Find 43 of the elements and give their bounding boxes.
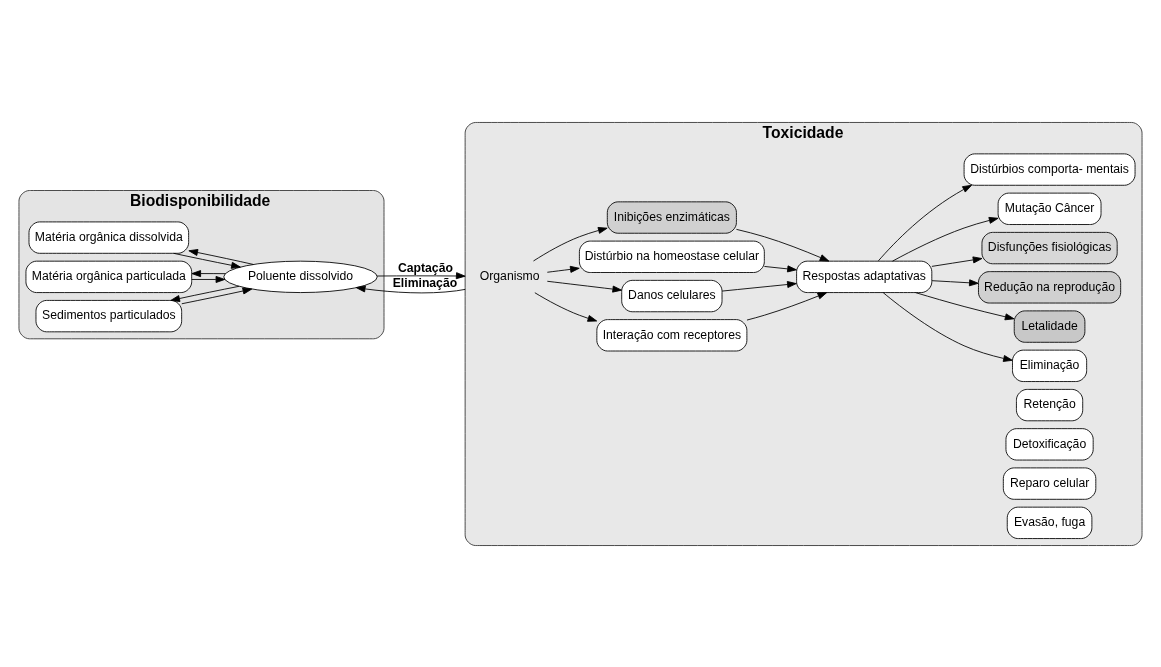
arrow	[188, 248, 254, 265]
arrow	[931, 278, 979, 286]
arrow	[191, 269, 226, 277]
node-box: Inibições enzimáticas	[606, 200, 737, 234]
arrow	[355, 284, 466, 293]
node-box: Danos celulares	[621, 279, 723, 312]
arrow	[546, 280, 622, 293]
node-text: Organismo	[479, 268, 540, 283]
arrow	[763, 264, 797, 272]
arrow	[915, 291, 1015, 320]
arrow	[181, 287, 253, 304]
node-box: Matéria orgânica dissolvida	[28, 220, 190, 254]
node-box: Sedimentos particulados	[35, 299, 183, 332]
arrow	[931, 255, 983, 267]
node-box: Distúrbio na homeostase celular	[578, 240, 765, 273]
arrow	[376, 271, 466, 279]
arrow	[892, 216, 999, 262]
edge-label: Eliminação	[392, 275, 458, 290]
arrow	[736, 228, 830, 262]
arrow	[882, 291, 1013, 362]
arrow	[170, 285, 240, 302]
arrow	[191, 275, 226, 283]
arrow	[533, 226, 608, 261]
node-box: Distúrbios comporta- mentais	[963, 152, 1136, 186]
node-box: Disfunções fisiológicas	[981, 231, 1118, 264]
node-box: Letalidade	[1013, 309, 1086, 343]
node-box: Respostas adaptativas	[796, 260, 933, 293]
node-box: Mutação Câncer	[997, 192, 1102, 225]
arrow	[534, 291, 598, 322]
arrow	[546, 265, 580, 273]
node-box: Matéria orgânica particulada	[25, 260, 193, 293]
arrow	[173, 252, 241, 269]
arrow	[877, 184, 972, 261]
node-box: Interação com receptores	[596, 318, 748, 351]
arrow	[746, 291, 828, 320]
node-box: Retenção	[1016, 388, 1084, 421]
node-box: Eliminação	[1012, 349, 1088, 382]
arrow	[721, 280, 797, 292]
node-box: Evasão, fuga	[1006, 506, 1093, 539]
node-box: Reparo celular	[1002, 466, 1097, 500]
node-box: Redução na reprodução	[978, 270, 1122, 303]
edge-label: Captação	[397, 260, 453, 275]
node-box: Detoxificação	[1005, 427, 1094, 460]
